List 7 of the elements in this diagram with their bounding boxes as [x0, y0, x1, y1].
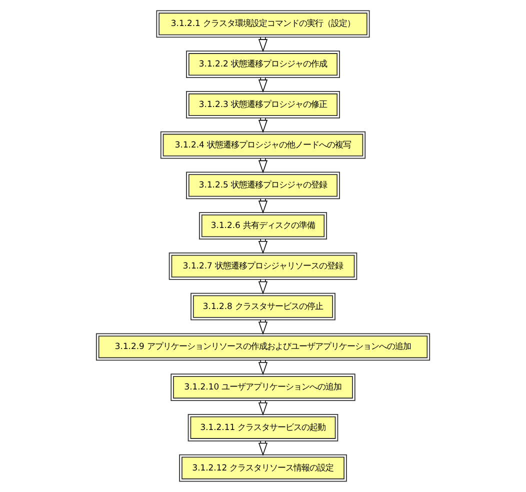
node-box: 3.1.2.6 共有ディスクの準備 — [198, 212, 328, 240]
node-box: 3.1.2.11 クラスタサービスの起動 — [188, 414, 338, 442]
node-box: 3.1.2.1 クラスタ環境設定コマンドの実行（設定） — [156, 10, 370, 38]
node-box: 3.1.2.4 状態遷移プロシジャの他ノードへの複写 — [160, 131, 366, 159]
node-box: 3.1.2.7 状態遷移プロシジャリソースの登録 — [168, 252, 358, 280]
node-box: 3.1.2.12 クラスタリソース情報の設定 — [179, 454, 347, 482]
node-box: 3.1.2.9 アプリケーションリソースの作成およびユーザアプリケーションへの追加 — [96, 333, 430, 361]
